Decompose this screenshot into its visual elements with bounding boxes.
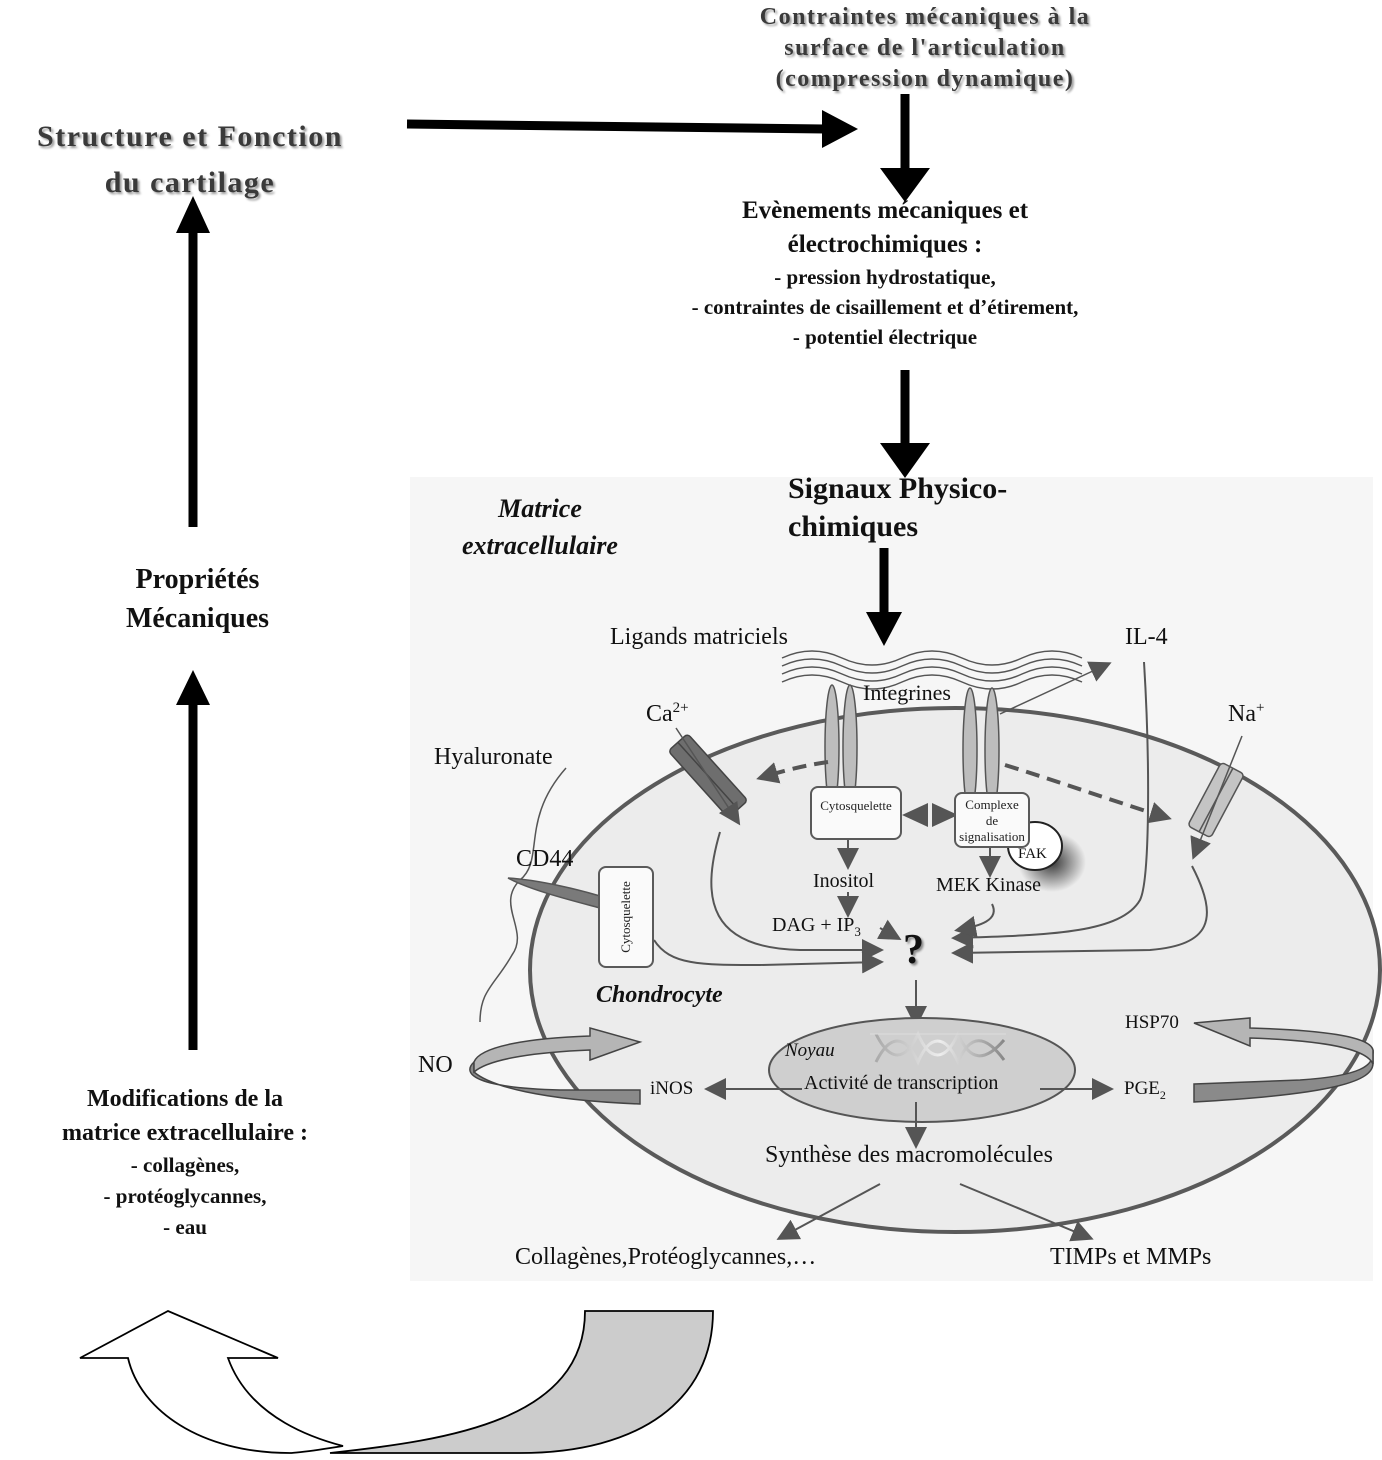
complex-line-3: signalisation <box>959 829 1025 844</box>
evenements-item: - pression hydrostatique, <box>774 265 996 289</box>
arrow-proprietes-to-structure <box>176 196 210 527</box>
pge-base: PGE <box>1124 1078 1160 1099</box>
modifications-heading-2: matrice extracellulaire : <box>61 1120 309 1146</box>
cytoskeleton-text: Cytosquelette <box>820 798 892 813</box>
contraintes-line-1: Contraintes mécaniques à la <box>759 4 1091 30</box>
ligands-label: Ligands matriciels <box>610 624 788 650</box>
modifications-item: - protéoglycannes, <box>103 1184 267 1208</box>
na-charge: + <box>1255 700 1265 716</box>
modifications-heading-1: Modifications de la <box>87 1086 283 1112</box>
arrow-contraintes-to-evenements <box>880 94 930 202</box>
evenements-block: Evènements mécaniques et électrochimique… <box>620 194 1150 352</box>
matrix-ligands-fibers <box>781 650 1083 690</box>
arrow-modifications-to-proprietes <box>176 670 210 1050</box>
synthese-label: Synthèse des macromolécules <box>765 1142 1053 1168</box>
dna-helix-icon <box>870 1030 1006 1066</box>
matrice-line-2: extracellulaire <box>462 531 618 560</box>
structure-line-2: du cartilage <box>104 166 276 199</box>
dag-sub: 3 <box>854 924 861 939</box>
arrow-to-timps <box>959 1183 1094 1242</box>
contraintes-line-2: surface de l'articulation <box>784 35 1066 61</box>
arrow-evenements-to-signaux <box>880 370 930 478</box>
ca-label: Ca2+ <box>646 700 689 728</box>
arrow-mek-to-question <box>954 903 995 938</box>
il4-signal-path <box>951 661 1150 949</box>
modifications-block: Modifications de la matrice extracellula… <box>0 1082 370 1243</box>
proprietes-line-2: Mécaniques <box>125 603 270 634</box>
inositol-label: Inositol <box>813 870 875 892</box>
signaux-line-2: chimiques <box>788 510 919 543</box>
il4-label: IL-4 <box>1125 624 1168 650</box>
structure-fonction-title: Structure et Fonction du cartilage <box>0 114 380 206</box>
no-feedback-arrow <box>469 1027 643 1105</box>
chondrocyte-label: Chondrocyte <box>596 982 723 1008</box>
dag-ip3-label: DAG + IP3 <box>772 914 861 940</box>
arrow-to-collagenes <box>776 1183 881 1240</box>
chondrocyte-cell <box>528 706 1382 1234</box>
proprietes-line-1: Propriétés <box>135 564 260 595</box>
na-label: Na+ <box>1228 700 1264 728</box>
hsp70-label: HSP70 <box>1125 1012 1179 1033</box>
dag-base: DAG + IP <box>772 914 855 936</box>
noyau-label: Noyau <box>785 1040 835 1061</box>
question-mark: ? <box>903 927 924 973</box>
transcription-label: Activité de transcription <box>804 1072 999 1094</box>
hyaluronate-strand <box>479 767 567 1023</box>
bottom-feedback-arrow <box>79 1310 714 1454</box>
arrow-to-il4 <box>999 661 1112 715</box>
ca-signal-path <box>710 831 884 961</box>
na-entry-line <box>1190 735 1243 860</box>
ca-entry-line <box>675 727 741 826</box>
dashed-arrow-to-ca <box>756 760 829 784</box>
integrin-right <box>962 687 1000 813</box>
signaux-label: Signaux Physico- chimiques <box>788 470 1007 546</box>
integrines-label: Integrines <box>863 680 951 705</box>
evenements-item: - contraintes de cisaillement et d’étire… <box>691 295 1079 319</box>
structure-line-1: Structure et Fonction <box>37 120 343 153</box>
cytoskeleton-vertical-text: Cytosquelette <box>618 881 633 953</box>
cytoskeleton-box-vertical: Cytosquelette <box>598 866 654 968</box>
na-base: Na <box>1228 701 1256 727</box>
matrice-line-1: Matrice <box>498 494 582 523</box>
na-signal-path <box>951 865 1208 964</box>
signaling-complex-box: Complexe de signalisation <box>954 792 1030 848</box>
matrice-label: Matrice extracellulaire <box>440 490 640 564</box>
proprietes-mecaniques: Propriétés Mécaniques <box>0 560 395 638</box>
inos-label: iNOS <box>650 1078 694 1099</box>
cd44-label: CD44 <box>516 846 574 872</box>
mek-kinase-label: MEK Kinase <box>936 874 1041 896</box>
hyaluronate-label: Hyaluronate <box>434 744 553 770</box>
integrin-left <box>824 684 858 810</box>
arrow-signaux-to-ligands <box>866 548 902 646</box>
evenements-item: - potentiel électrique <box>792 325 978 349</box>
timps-mmps-label: TIMPs et MMPs <box>1050 1244 1212 1270</box>
pge-sub: 2 <box>1159 1087 1166 1102</box>
contraintes-title: Contraintes mécaniques à la surface de l… <box>700 2 1150 95</box>
hsp70-feedback-arrow <box>1193 1017 1374 1103</box>
contraintes-line-3: (compression dynamique) <box>775 66 1075 92</box>
evenements-heading-2: électrochimiques : <box>787 231 983 258</box>
ca-base: Ca <box>646 701 673 727</box>
modifications-item: - collagènes, <box>130 1153 240 1177</box>
ca-charge: 2+ <box>672 700 689 716</box>
collagenes-label: Collagènes,Protéoglycannes,… <box>515 1244 817 1270</box>
modifications-item: - eau <box>163 1215 207 1239</box>
no-label: NO <box>418 1052 453 1078</box>
cytoskeleton-box: Cytosquelette <box>810 786 902 840</box>
cytoskeleton-signal-path <box>653 939 884 974</box>
complex-line-2: de <box>985 813 999 828</box>
arrow-structure-to-contraintes <box>406 110 858 148</box>
complex-line-1: Complexe <box>965 797 1019 812</box>
fak-label: FAK <box>1018 846 1047 862</box>
pge2-label: PGE2 <box>1124 1078 1166 1103</box>
arrow-dag-to-question <box>876 919 902 940</box>
evenements-heading-1: Evènements mécaniques et <box>741 197 1029 224</box>
signaux-line-1: Signaux Physico- <box>788 472 1008 505</box>
double-arrow-cyto-complex <box>902 803 958 827</box>
